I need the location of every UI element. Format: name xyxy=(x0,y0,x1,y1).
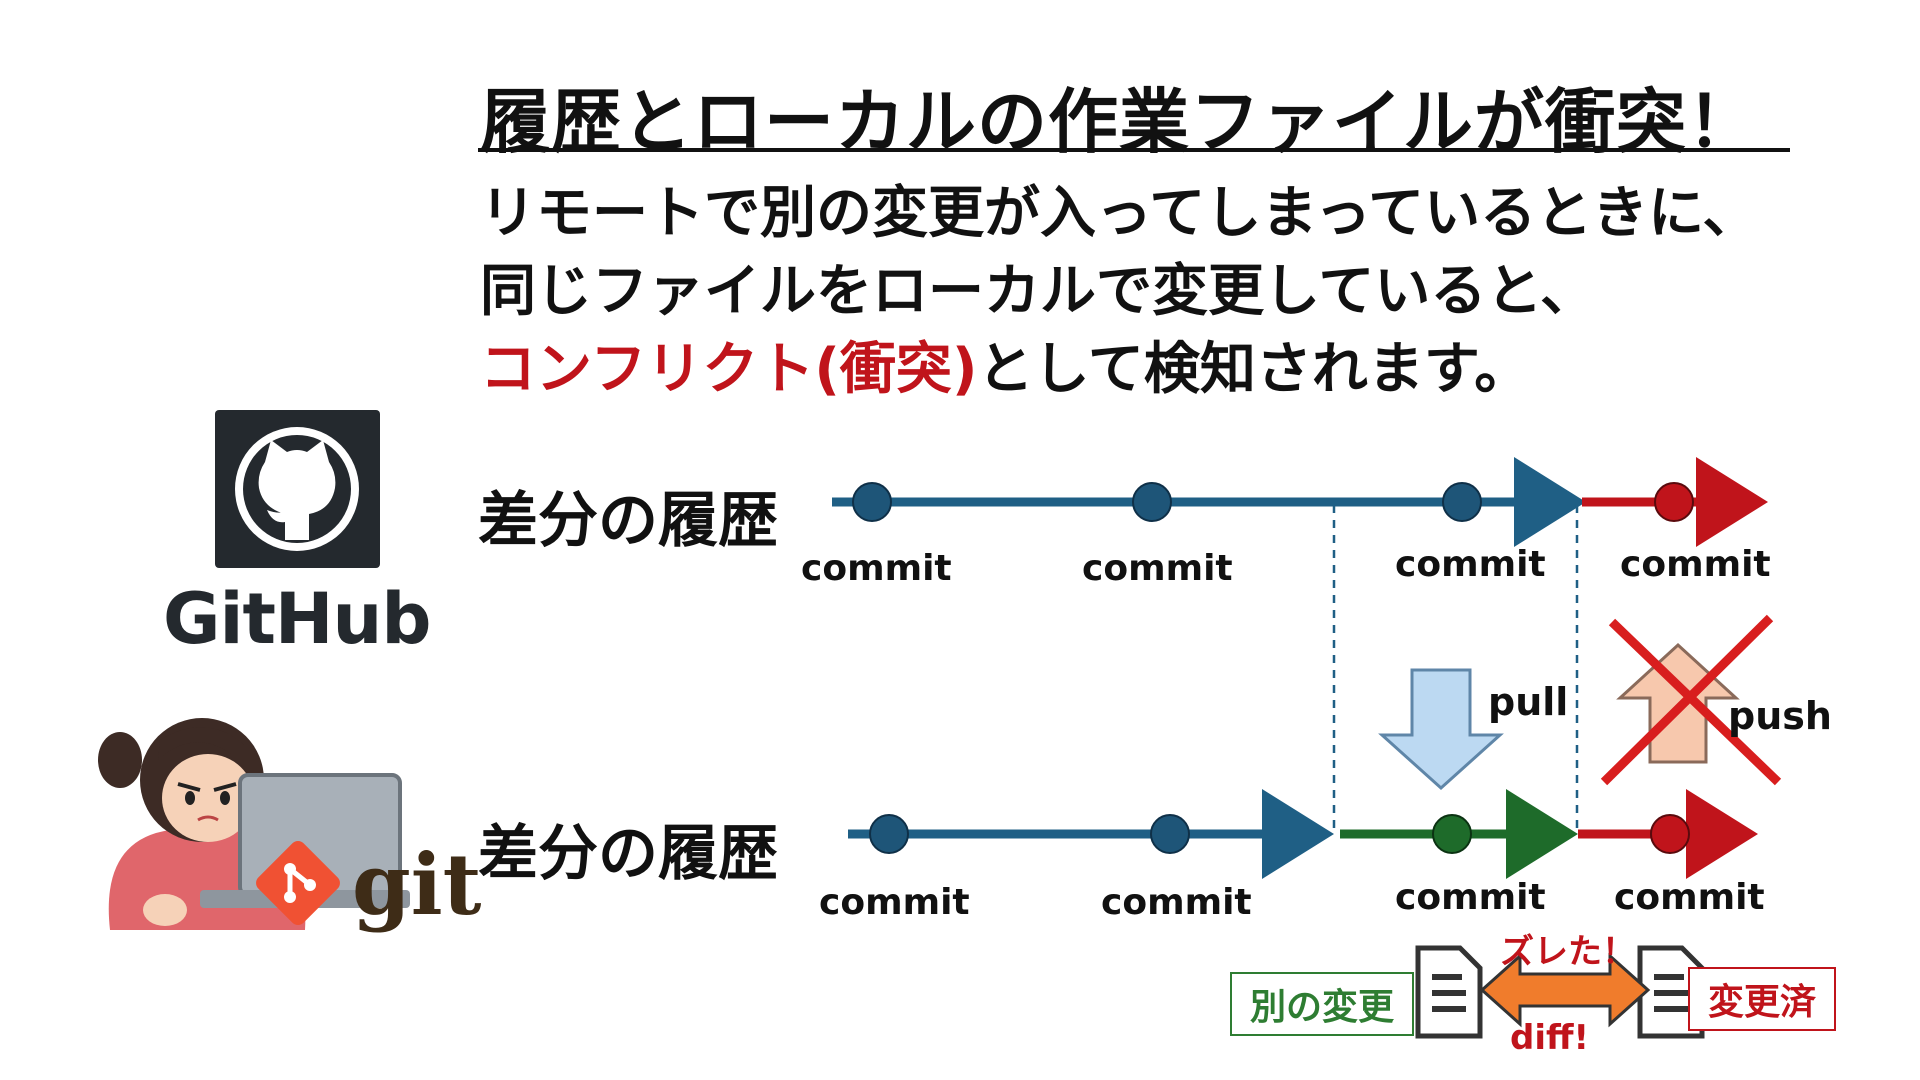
local-commit-label-2: commit xyxy=(1101,882,1252,923)
diverged-label: ズレた！ xyxy=(1500,932,1636,972)
description-line-3: コンフリクト(衝突)として検知されます。 xyxy=(480,324,1530,405)
other-change-tag: 別の変更 xyxy=(1230,972,1415,1036)
local-commit-dot-4 xyxy=(1650,814,1690,854)
remote-commit-dot-2 xyxy=(1132,482,1172,522)
remote-commit-label-3: commit xyxy=(1395,544,1546,585)
description-line-1: リモートで別の変更が入ってしまっているときに、 xyxy=(480,181,1759,246)
remote-commit-dot-4 xyxy=(1654,482,1694,522)
pull-label: pull xyxy=(1488,680,1569,724)
remote-commit-dot-3 xyxy=(1442,482,1482,522)
document-icon-right xyxy=(1637,945,1705,1039)
push-blocked-x-2 xyxy=(1600,614,1774,786)
git-diamond-icon xyxy=(256,841,340,925)
local-history-label: 差分の履歴 xyxy=(478,819,778,889)
remote-history-label: 差分の履歴 xyxy=(478,486,778,556)
github-wordmark: GitHub xyxy=(163,578,431,660)
conflict-term: コンフリクト(衝突) xyxy=(480,337,978,402)
remote-commit-label-2: commit xyxy=(1082,548,1233,589)
document-icon-left xyxy=(1415,945,1483,1039)
local-commit-dot-2 xyxy=(1150,814,1190,854)
diff-label: diff! xyxy=(1510,1018,1590,1058)
changed-tag: 変更済 xyxy=(1688,967,1837,1031)
diff-arrow-icon xyxy=(1479,952,1651,1028)
description-line-3-rest: として検知されます。 xyxy=(977,337,1531,402)
title-underline xyxy=(478,148,1790,152)
remote-commit-label-4: commit xyxy=(1620,544,1771,585)
local-commit-label-3: commit xyxy=(1395,877,1546,918)
remote-commit-label-1: commit xyxy=(801,548,952,589)
remote-commit-dot-1 xyxy=(852,482,892,522)
github-logo xyxy=(215,410,380,568)
push-blocked-x-1 xyxy=(1608,618,1782,786)
pull-arrow-icon xyxy=(1378,668,1504,791)
description-line-2: 同じファイルをローカルで変更していると、 xyxy=(480,259,1597,324)
local-commit-label-4: commit xyxy=(1614,877,1765,918)
octocat-icon xyxy=(235,427,359,551)
push-label: push xyxy=(1728,694,1832,738)
local-commit-dot-3 xyxy=(1432,814,1472,854)
local-commit-dot-1 xyxy=(869,814,909,854)
local-commit-label-1: commit xyxy=(819,882,970,923)
git-wordmark: git xyxy=(352,835,482,934)
